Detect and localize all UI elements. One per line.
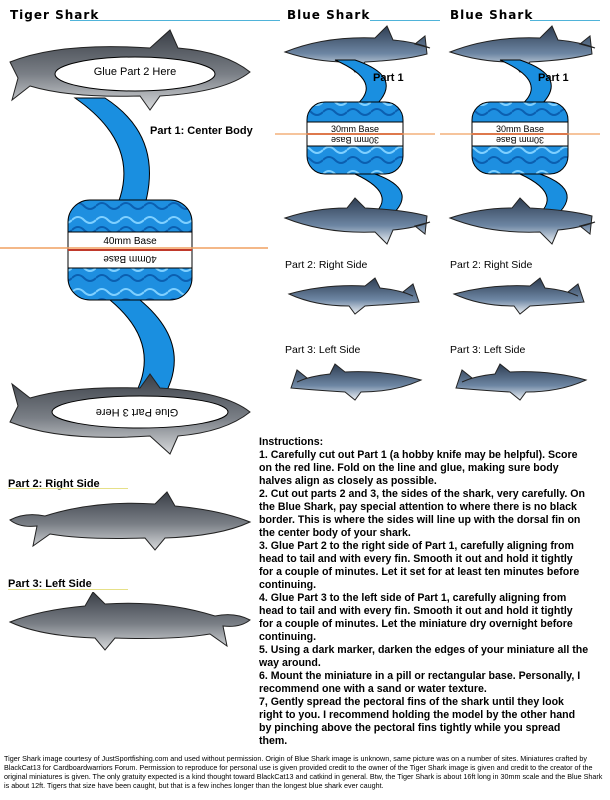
instruction-step: 4. Glue Part 3 to the left side of Part … — [259, 592, 573, 643]
blue-part2-label-right: Part 2: Right Side — [450, 259, 533, 271]
blue-part3-label-left: Part 3: Left Side — [285, 344, 361, 356]
instruction-step: 1. Carefully cut out Part 1 (a hobby kni… — [259, 449, 578, 487]
blue-base-label-bottom-left: 30mm Base — [330, 135, 380, 145]
blue-part3-label-right: Part 3: Left Side — [450, 344, 526, 356]
glue-part2-label: Glue Part 2 Here — [93, 66, 177, 78]
blue-part1-label-right: Part 1 — [538, 72, 569, 84]
tiger-part1-label: Part 1: Center Body — [150, 125, 253, 137]
blue-base-label-bottom-right: 30mm Base — [495, 135, 545, 145]
blue-part1-label-left: Part 1 — [373, 72, 404, 84]
title-rule — [530, 20, 600, 21]
part-rule — [8, 589, 128, 590]
title-rule — [370, 20, 440, 21]
instruction-step: 5. Using a dark marker, darken the edges… — [259, 644, 589, 669]
tiger-part3-label: Part 3: Left Side — [8, 578, 92, 590]
tiger-base-label-top: 40mm Base — [103, 236, 157, 247]
part-rule — [8, 488, 128, 489]
glue-area-bottom — [51, 395, 229, 429]
blue-base-label-top-left: 30mm Base — [330, 124, 380, 134]
glue-area-top — [54, 56, 216, 92]
instruction-step: 2. Cut out parts 2 and 3, the sides of t… — [259, 488, 585, 539]
blue-shark-left-side-image-left — [290, 363, 423, 401]
title-rule — [70, 20, 280, 21]
instructions-heading: Instructions: — [259, 436, 324, 448]
blue-shark-right-side-image-left — [287, 277, 420, 315]
instructions-block: Instructions: 1. Carefully cut out Part … — [259, 436, 589, 748]
instruction-step: 6. Mount the miniature in a pill or rect… — [259, 670, 581, 695]
tiger-shark-right-side-image — [9, 491, 252, 551]
tiger-shark-title: Tiger Shark — [10, 8, 100, 22]
instruction-step: 7, Gently spread the pectoral fins of th… — [259, 696, 576, 747]
glue-part3-label: Glue Part 3 Here — [95, 406, 179, 418]
credits-footer: Tiger Shark image courtesy of JustSportf… — [4, 754, 603, 790]
tiger-shark-part1-cutout — [0, 29, 268, 455]
blue-shark-part1-cutout-right — [440, 25, 600, 245]
blue-shark-left-side-image-right — [455, 363, 588, 401]
tiger-part2-label: Part 2: Right Side — [8, 478, 100, 490]
tiger-shark-left-side-image — [8, 592, 251, 651]
blue-shark-title-left: Blue Shark — [287, 8, 371, 22]
instruction-step: 3. Glue Part 2 to the right side of Part… — [259, 540, 580, 591]
blue-shark-right-side-image-right — [452, 277, 585, 315]
blue-part2-label-left: Part 2: Right Side — [285, 259, 368, 271]
tiger-base-label-bottom: 40mm Base — [103, 253, 157, 264]
blue-shark-title-right: Blue Shark — [450, 8, 534, 22]
blue-shark-part1-cutout-left — [275, 25, 435, 245]
blue-base-label-top-right: 30mm Base — [495, 124, 545, 134]
